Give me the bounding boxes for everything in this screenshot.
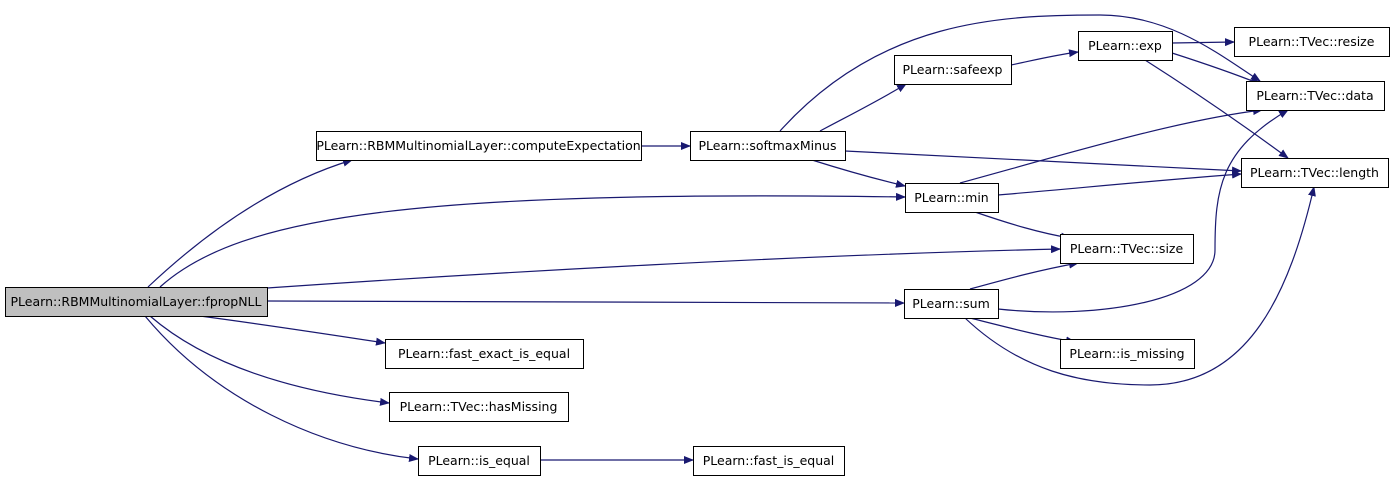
node-label: PLearn::min bbox=[914, 190, 988, 205]
node-label: PLearn::TVec::length bbox=[1250, 165, 1379, 180]
node-min[interactable]: PLearn::min bbox=[905, 183, 999, 213]
node-label: PLearn::is_equal bbox=[428, 453, 530, 468]
edge-fpropNLL-to-min bbox=[159, 192, 906, 288]
node-box[interactable] bbox=[905, 183, 999, 213]
edge-sum-to-size bbox=[969, 260, 1079, 290]
node-fast_exact_is_equal[interactable]: PLearn::fast_exact_is_equal bbox=[385, 339, 584, 369]
edge-fpropNLL-to-fast_exact_is_equal bbox=[199, 315, 386, 346]
node-label: PLearn::safeexp bbox=[903, 62, 1003, 77]
edge-exp-to-resize bbox=[1171, 38, 1235, 47]
node-box[interactable] bbox=[1234, 27, 1390, 57]
node-fast_is_equal[interactable]: PLearn::fast_is_equal bbox=[693, 446, 845, 476]
node-box[interactable] bbox=[1246, 81, 1385, 111]
edge-exp-to-data bbox=[1171, 52, 1261, 85]
edge-safeexp-to-exp bbox=[1010, 49, 1079, 66]
edge-softmaxMinus-to-min bbox=[811, 159, 906, 188]
node-box[interactable] bbox=[418, 446, 541, 476]
node-label: PLearn::fast_exact_is_equal bbox=[398, 346, 570, 361]
node-is_equal[interactable]: PLearn::is_equal bbox=[418, 446, 541, 476]
node-fpropNLL[interactable]: PLearn::RBMMultinomialLayer::fpropNLL bbox=[5, 287, 268, 317]
edge-fpropNLL-to-is_equal bbox=[144, 315, 419, 462]
edge-sum-to-is_missing bbox=[969, 317, 1076, 345]
edge-min-to-size bbox=[974, 211, 1071, 241]
node-label: PLearn::RBMMultinomialLayer::computeExpe… bbox=[316, 138, 640, 153]
node-box[interactable] bbox=[904, 289, 999, 319]
edge-min-to-length bbox=[997, 170, 1242, 196]
edge-sum-to-length bbox=[964, 186, 1316, 386]
node-label: PLearn::sum bbox=[912, 296, 990, 311]
node-box[interactable] bbox=[1060, 234, 1194, 264]
nodes-layer: PLearn::RBMMultinomialLayer::fpropNLLPLe… bbox=[5, 27, 1390, 476]
node-label: PLearn::is_missing bbox=[1069, 346, 1184, 361]
node-box[interactable] bbox=[693, 446, 845, 476]
node-box[interactable] bbox=[1078, 31, 1173, 61]
node-label: PLearn::TVec::size bbox=[1070, 241, 1184, 256]
node-label: PLearn::fast_is_equal bbox=[703, 453, 835, 468]
edge-fpropNLL-to-size bbox=[266, 245, 1061, 289]
edge-softmaxMinus-to-safeexp bbox=[819, 83, 907, 132]
edge-fpropNLL-to-sum bbox=[266, 298, 905, 307]
edge-fpropNLL-to-computeExpectation bbox=[147, 158, 353, 288]
node-box[interactable] bbox=[1241, 158, 1389, 188]
node-length[interactable]: PLearn::TVec::length bbox=[1241, 158, 1389, 188]
node-label: PLearn::RBMMultinomialLayer::fpropNLL bbox=[11, 294, 262, 309]
node-box[interactable] bbox=[316, 131, 642, 161]
node-box[interactable] bbox=[5, 287, 268, 317]
node-label: PLearn::exp bbox=[1088, 38, 1162, 53]
node-box[interactable] bbox=[894, 55, 1012, 85]
node-is_missing[interactable]: PLearn::is_missing bbox=[1060, 339, 1195, 369]
node-size[interactable]: PLearn::TVec::size bbox=[1060, 234, 1194, 264]
edge-sum-to-data bbox=[997, 109, 1289, 313]
node-box[interactable] bbox=[385, 339, 584, 369]
node-softmaxMinus[interactable]: PLearn::softmaxMinus bbox=[690, 131, 846, 161]
node-box[interactable] bbox=[690, 131, 846, 161]
node-data[interactable]: PLearn::TVec::data bbox=[1246, 81, 1385, 111]
node-label: PLearn::TVec::hasMissing bbox=[400, 399, 558, 414]
edge-softmaxMinus-to-data bbox=[779, 14, 1261, 132]
node-hasMissing[interactable]: PLearn::TVec::hasMissing bbox=[389, 392, 569, 422]
node-safeexp[interactable]: PLearn::safeexp bbox=[894, 55, 1012, 85]
edge-softmaxMinus-to-length bbox=[844, 150, 1242, 175]
node-box[interactable] bbox=[389, 392, 569, 422]
edge-fpropNLL-to-hasMissing bbox=[149, 315, 390, 406]
node-computeExpectation[interactable]: PLearn::RBMMultinomialLayer::computeExpe… bbox=[316, 131, 642, 161]
edge-min-to-data bbox=[959, 107, 1263, 184]
node-resize[interactable]: PLearn::TVec::resize bbox=[1234, 27, 1390, 57]
node-exp[interactable]: PLearn::exp bbox=[1078, 31, 1173, 61]
edge-exp-to-length bbox=[1144, 59, 1289, 159]
node-sum[interactable]: PLearn::sum bbox=[904, 289, 999, 319]
node-label: PLearn::softmaxMinus bbox=[699, 138, 837, 153]
node-label: PLearn::TVec::data bbox=[1256, 88, 1373, 103]
node-box[interactable] bbox=[1060, 339, 1195, 369]
node-label: PLearn::TVec::resize bbox=[1249, 34, 1375, 49]
edges-layer bbox=[144, 14, 1316, 464]
